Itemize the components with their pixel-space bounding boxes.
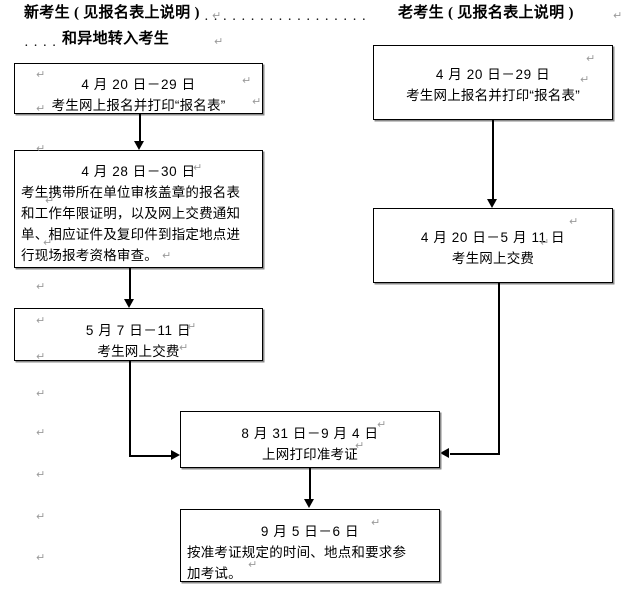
paragraph-mark: ↵ — [36, 103, 46, 115]
node-new-step2-body-line1: 考生携带所在单位审核盖章的报名表 — [21, 185, 241, 200]
node-print-admission-ticket[interactable]: 8 月 31 日－9 月 4 日 上网打印准考证 — [180, 411, 440, 468]
paragraph-mark: ↵ — [179, 342, 189, 354]
paragraph-mark: ↵ — [36, 511, 46, 523]
paragraph-mark: ↵ — [586, 53, 596, 65]
arrow-old1-to-old2 — [487, 199, 497, 208]
paragraph-mark: ↵ — [569, 216, 579, 228]
node-new-step3-body: 考生网上交费 — [97, 344, 180, 359]
arrow-print-to-exam — [304, 499, 314, 508]
paragraph-mark: ↵ — [242, 75, 252, 87]
node-new-step2-body-line2: 和工作年限证明，以及网上交费通知 — [21, 206, 241, 221]
node-new-step1-date: 4 月 20 日－29 日 — [81, 77, 196, 92]
node-new-step2[interactable]: 4 月 28 日－30 日 考生携带所在单位审核盖章的报名表 和工作年限证明，以… — [14, 150, 263, 268]
paragraph-mark: ↵ — [540, 237, 550, 249]
paragraph-mark: ↵ — [248, 559, 258, 571]
paragraph-mark: ↵ — [36, 469, 46, 481]
node-new-step1[interactable]: 4 月 20 日－29 日 考生网上报名并打印“报名表” — [14, 63, 263, 114]
paragraph-mark: ↵ — [252, 96, 262, 108]
paragraph-mark: ↵ — [45, 195, 55, 207]
paragraph-mark: ↵ — [36, 552, 46, 564]
node-take-exam[interactable]: 9 月 5 日－6 日 按准考证规定的时间、地点和要求参 加考试。 — [180, 509, 440, 582]
paragraph-mark: ↵ — [580, 74, 590, 86]
node-old-step1-date: 4 月 20 日－29 日 — [435, 67, 551, 82]
node-new-step2-body-line4: 行现场报考资格审查。 — [21, 248, 158, 263]
connector-new1-to-new2-line — [139, 114, 141, 142]
paragraph-mark: ↵ — [36, 143, 46, 155]
node-new-step3-date: 5 月 7 日－11 日 — [85, 323, 192, 338]
node-exam-body-line2: 加考试。 — [187, 566, 242, 581]
node-new-step3[interactable]: 5 月 7 日－11 日 考生网上交费 — [14, 308, 263, 361]
connector-new3-to-print-horizontal — [129, 455, 173, 457]
paragraph-mark: ↵ — [36, 315, 46, 327]
paragraph-mark: ↵ — [162, 250, 172, 262]
paragraph-mark: ↵ — [193, 162, 203, 174]
node-old-step2-date: 4 月 20 日－5 月 11 日 — [420, 230, 566, 245]
arrow-new3-to-print — [171, 450, 180, 460]
paragraph-mark: ↵ — [187, 321, 197, 333]
node-old-step2[interactable]: 4 月 20 日－5 月 11 日 考生网上交费 — [373, 208, 613, 283]
node-new-step2-date: 4 月 28 日－30 日 — [81, 164, 196, 179]
paragraph-mark: ↵ — [36, 351, 46, 363]
header-old-candidates: 老考生 ( 见报名表上说明 ) — [398, 5, 574, 21]
paragraph-mark: ↵ — [212, 10, 222, 22]
node-exam-date: 9 月 5 日－6 日 — [260, 524, 360, 539]
paragraph-mark: ↵ — [613, 10, 623, 22]
node-print-date: 8 月 31 日－9 月 4 日 — [241, 426, 379, 441]
header-new-candidates-line2: 和异地转入考生 — [62, 31, 170, 47]
paragraph-mark: ↵ — [36, 427, 46, 439]
arrow-new1-to-new2 — [134, 141, 144, 150]
node-new-step2-body-line3: 单、相应证件及复印件到指定地点进 — [21, 227, 241, 242]
connector-old1-to-old2-line — [492, 120, 494, 200]
arrow-old2-to-print — [440, 448, 449, 458]
node-old-step1-body: 考生网上报名并打印“报名表” — [406, 88, 580, 103]
connector-old2-to-print-vertical — [498, 283, 500, 455]
header-new-candidates-line1: 新考生 ( 见报名表上说明 ) — [24, 5, 200, 21]
paragraph-mark: ↵ — [36, 281, 46, 293]
paragraph-mark: ↵ — [36, 388, 46, 400]
node-print-body: 上网打印准考证 — [262, 447, 358, 462]
header-leader-dots: ·················· — [204, 13, 371, 23]
connector-old2-to-print-horizontal — [450, 453, 500, 455]
node-old-step1[interactable]: 4 月 20 日－29 日 考生网上报名并打印“报名表” — [373, 45, 613, 120]
paragraph-mark: ↵ — [43, 237, 53, 249]
paragraph-mark: ↵ — [371, 517, 381, 529]
node-exam-body-line1: 按准考证规定的时间、地点和要求参 — [187, 545, 407, 560]
paragraph-mark: ↵ — [214, 36, 224, 48]
connector-new3-to-print-vertical — [129, 361, 131, 457]
connector-new2-to-new3-line — [129, 268, 131, 300]
paragraph-mark: ↵ — [377, 419, 387, 431]
connector-print-to-exam-line — [309, 468, 311, 500]
node-old-step2-body: 考生网上交费 — [451, 251, 535, 266]
header-leader-dots-short: ···· — [24, 39, 62, 49]
paragraph-mark: ↵ — [355, 440, 365, 452]
node-new-step1-body: 考生网上报名并打印“报名表” — [51, 98, 226, 113]
arrow-new2-to-new3 — [124, 299, 134, 308]
paragraph-mark: ↵ — [36, 69, 46, 81]
